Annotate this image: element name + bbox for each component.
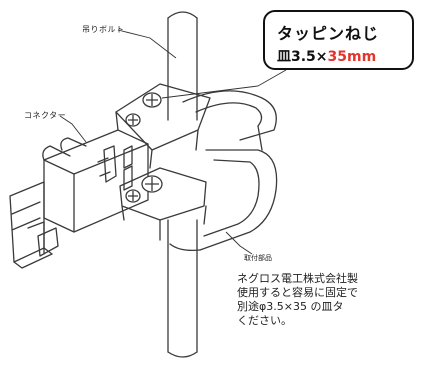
screw-spec-length: 35mm bbox=[327, 49, 377, 65]
hanging-bolt-rod bbox=[167, 11, 198, 358]
mounting-part bbox=[169, 90, 278, 252]
leader-line-connector bbox=[59, 115, 87, 143]
screw-callout: タッピンねじ 皿3.5×35mm bbox=[263, 10, 414, 70]
note-line: ネグロス電工株式会社製 bbox=[237, 272, 358, 285]
note-line: ください。 bbox=[237, 314, 292, 327]
connector-lever bbox=[97, 145, 133, 191]
leader-line-mounting bbox=[225, 231, 253, 255]
note-line: 使用すると容易に固定で bbox=[237, 286, 358, 299]
callout-spec: 皿3.5×35mm bbox=[277, 46, 376, 66]
hanging-bolt-label: 吊りボルト bbox=[82, 25, 125, 34]
mounting-part-label: 取付部品 bbox=[244, 254, 272, 262]
callout-title: タッピンねじ bbox=[277, 24, 380, 43]
connector-end-housing bbox=[9, 181, 59, 269]
tapping-screw-lower bbox=[125, 175, 163, 203]
lower-clamp-block bbox=[119, 167, 207, 241]
installation-note: ネグロス電工株式会社製 使用すると容易に固定で 別途φ3.5×35 の皿タ くだ… bbox=[237, 272, 425, 328]
screw-spec-prefix: 皿3.5× bbox=[277, 49, 328, 65]
note-line: 別途φ3.5×35 の皿タ bbox=[237, 300, 344, 313]
tapping-screw-upper bbox=[125, 92, 162, 127]
leader-line-bolt bbox=[117, 29, 177, 59]
leader-line-screw bbox=[161, 69, 287, 99]
connector-body bbox=[42, 129, 149, 233]
connector-label: コネクター bbox=[24, 111, 67, 120]
